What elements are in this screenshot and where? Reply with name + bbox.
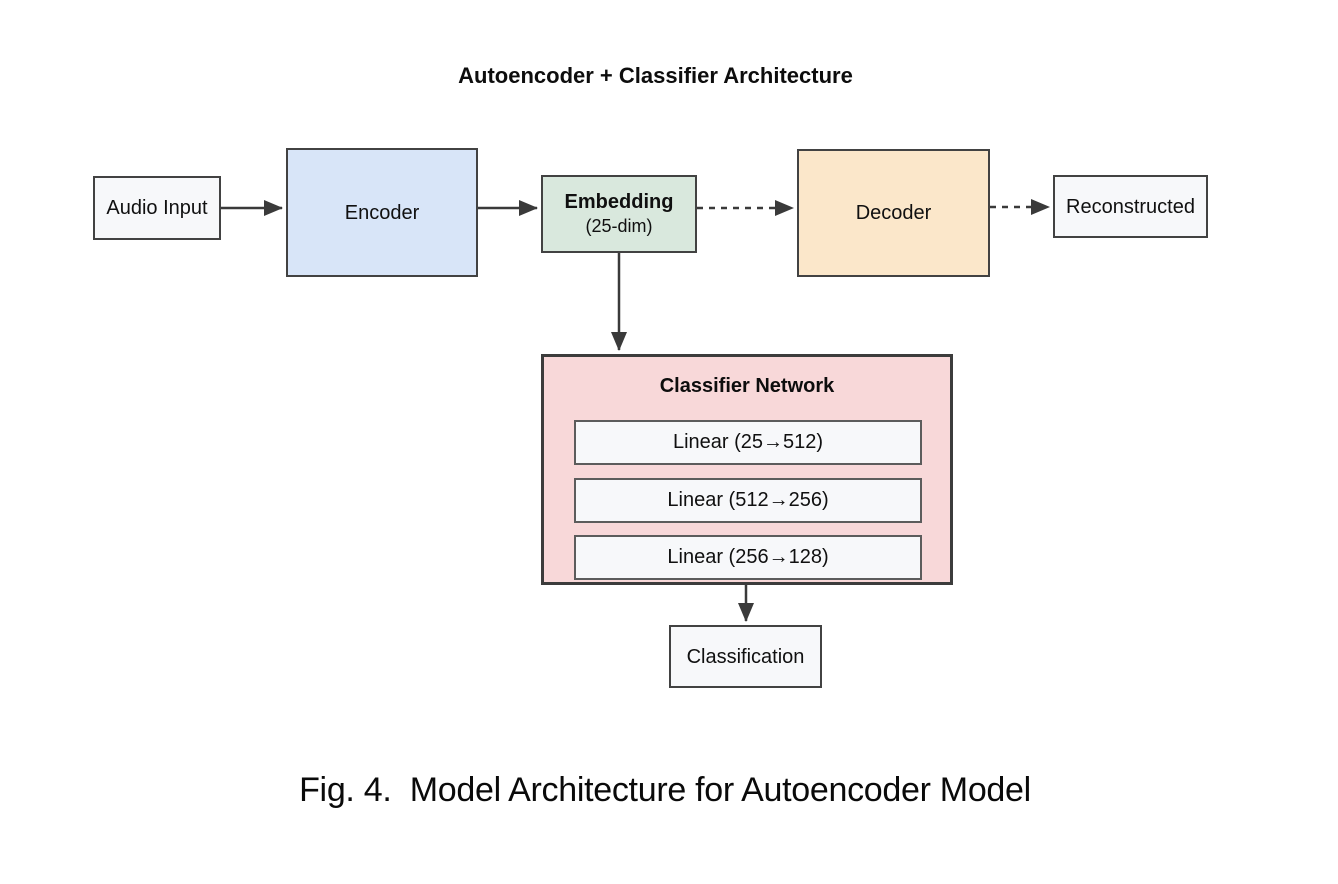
- figure-caption: Fig. 4. Model Architecture for Autoencod…: [299, 771, 1031, 809]
- node-decoder-label: Decoder: [855, 202, 932, 224]
- node-classification: Classification: [669, 625, 822, 688]
- node-classifier-network: Classifier Network Linear (25→512) Linea…: [541, 354, 953, 585]
- classifier-layer-3-label: Linear (256→128): [667, 546, 829, 568]
- node-embedding-sublabel: (25-dim): [585, 216, 653, 237]
- classifier-layer-2-label: Linear (512→256): [667, 489, 829, 511]
- node-audio-input-label: Audio Input: [106, 197, 208, 219]
- classifier-network-title: Classifier Network: [659, 375, 835, 397]
- node-embedding-label: Embedding: [564, 191, 674, 214]
- node-encoder: Encoder: [286, 148, 478, 277]
- classifier-layer-1: Linear (25→512): [574, 420, 922, 465]
- diagram-title: Autoencoder + Classifier Architecture: [458, 63, 853, 88]
- node-decoder: Decoder: [797, 149, 990, 277]
- classifier-layer-2: Linear (512→256): [574, 478, 922, 523]
- classifier-layer-1-label: Linear (25→512): [672, 431, 824, 453]
- node-audio-input: Audio Input: [93, 176, 221, 240]
- node-reconstructed-label: Reconstructed: [1066, 195, 1195, 218]
- node-encoder-label: Encoder: [344, 201, 420, 224]
- node-reconstructed: Reconstructed: [1053, 175, 1208, 238]
- node-classification-label: Classification: [686, 645, 805, 668]
- classifier-layer-3: Linear (256→128): [574, 535, 922, 580]
- node-embedding: Embedding (25-dim): [541, 175, 697, 253]
